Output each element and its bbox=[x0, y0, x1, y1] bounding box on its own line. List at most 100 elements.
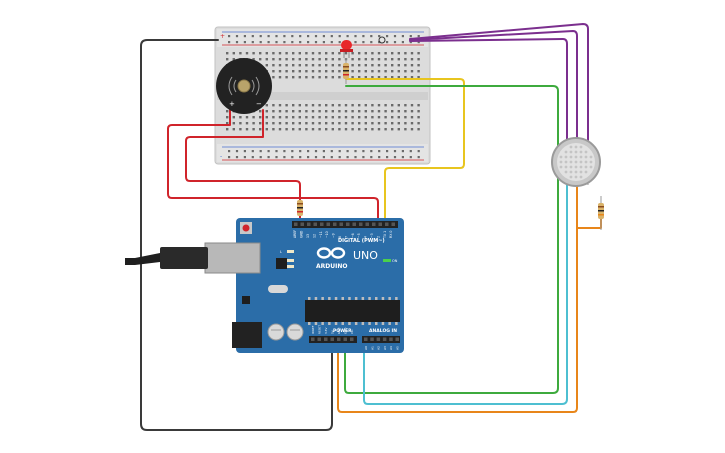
digital-pin-socket[interactable] bbox=[333, 222, 337, 227]
breadboard-hole bbox=[377, 116, 381, 119]
breadboard-hole bbox=[278, 76, 282, 79]
breadboard-hole bbox=[377, 52, 381, 55]
digital-pin-socket[interactable] bbox=[385, 222, 389, 227]
digital-pin-socket[interactable] bbox=[294, 222, 298, 227]
breadboard-hole bbox=[292, 70, 295, 73]
analog-pin-socket[interactable] bbox=[370, 337, 374, 342]
digital-pin-socket[interactable] bbox=[391, 222, 396, 227]
breadboard-hole bbox=[245, 128, 249, 131]
rail-hole bbox=[338, 150, 341, 153]
rx-led bbox=[287, 265, 294, 268]
digital-pin-socket[interactable] bbox=[352, 222, 357, 227]
power-pin-socket[interactable] bbox=[337, 337, 341, 342]
breadboard-hole bbox=[331, 122, 334, 125]
digital-pin-label: ~11 bbox=[319, 231, 323, 238]
digital-pin-socket[interactable] bbox=[346, 222, 350, 227]
breadboard-hole bbox=[404, 110, 407, 113]
breadboard-hole bbox=[318, 122, 321, 125]
chip-pin bbox=[388, 297, 391, 300]
mesh-dot bbox=[559, 165, 563, 169]
rail-hole bbox=[314, 35, 318, 38]
digital-pin-socket[interactable] bbox=[372, 222, 376, 227]
breadboard-hole bbox=[298, 64, 301, 67]
breadboard-hole bbox=[404, 58, 407, 61]
breadboard-hole bbox=[351, 64, 354, 67]
breadboard-hole bbox=[285, 52, 288, 55]
mesh-dot bbox=[564, 150, 568, 154]
analog-pin-socket[interactable] bbox=[395, 337, 400, 342]
digital-pin-socket[interactable] bbox=[300, 222, 305, 227]
digital-pin-socket[interactable] bbox=[326, 222, 331, 227]
rail-hole bbox=[362, 150, 365, 153]
analog-pin-socket[interactable] bbox=[389, 337, 393, 342]
breadboard-hole bbox=[232, 116, 235, 119]
power-pin-socket[interactable] bbox=[311, 337, 315, 342]
breadboard-hole bbox=[265, 64, 268, 67]
breadboard-hole bbox=[410, 64, 414, 67]
rail-hole bbox=[307, 35, 310, 38]
analog-pin-socket[interactable] bbox=[364, 337, 368, 342]
capacitor-2 bbox=[286, 323, 304, 341]
digital-pin-socket[interactable] bbox=[365, 222, 370, 227]
breadboard-hole bbox=[305, 64, 308, 67]
breadboard-hole bbox=[265, 122, 268, 125]
breadboard-hole bbox=[331, 76, 334, 79]
chip-pin bbox=[341, 322, 344, 325]
rail-plus-label: + bbox=[220, 33, 225, 40]
analog-pin-socket[interactable] bbox=[376, 337, 381, 342]
chip-pin bbox=[341, 297, 344, 300]
breadboard-hole bbox=[252, 58, 255, 61]
digital-pin-socket[interactable] bbox=[339, 222, 344, 227]
rail-hole bbox=[346, 156, 349, 159]
power-pin-socket[interactable] bbox=[324, 337, 328, 342]
breadboard-hole bbox=[377, 104, 381, 107]
digital-pin-socket[interactable] bbox=[313, 222, 318, 227]
chip-pin bbox=[361, 297, 365, 300]
breadboard-hole bbox=[351, 122, 354, 125]
breadboard-hole bbox=[338, 110, 341, 113]
digital-pin-label: 8 bbox=[338, 236, 342, 238]
breadboard-hole bbox=[358, 64, 361, 67]
breadboard-hole bbox=[239, 52, 242, 55]
chip-pin bbox=[328, 322, 331, 325]
digital-pin-socket[interactable] bbox=[307, 222, 311, 227]
mesh-dot bbox=[574, 160, 578, 164]
rail-hole bbox=[314, 156, 318, 159]
breadboard-hole bbox=[358, 128, 361, 131]
rail-hole bbox=[370, 41, 373, 44]
resistor-breadboard bbox=[343, 58, 349, 84]
power-pin-socket[interactable] bbox=[317, 337, 322, 342]
breadboard-hole bbox=[318, 128, 321, 131]
breadboard-hole bbox=[351, 58, 354, 61]
breadboard-hole bbox=[391, 64, 394, 67]
arduino-model: UNO bbox=[353, 249, 378, 262]
rail-hole bbox=[299, 156, 302, 159]
breadboard-hole bbox=[338, 122, 341, 125]
analog-pin-socket[interactable] bbox=[382, 337, 387, 342]
resistor-red-wire bbox=[297, 200, 303, 216]
breadboard-hole bbox=[226, 110, 229, 113]
breadboard-hole bbox=[239, 122, 242, 125]
rail-hole bbox=[291, 35, 294, 38]
mesh-dot bbox=[579, 150, 583, 154]
power-pin-socket[interactable] bbox=[330, 337, 335, 342]
breadboard-hole bbox=[364, 116, 367, 119]
rail-hole bbox=[322, 41, 325, 44]
arduino-brand: ARDUINO bbox=[316, 263, 347, 270]
digital-pin-socket[interactable] bbox=[378, 222, 383, 227]
digital-pin-socket[interactable] bbox=[320, 222, 324, 227]
rail-hole bbox=[259, 41, 262, 44]
mesh-dot bbox=[569, 165, 573, 169]
crystal bbox=[268, 285, 288, 293]
rail-hole bbox=[362, 41, 365, 44]
digital-pin-socket[interactable] bbox=[359, 222, 363, 227]
rail-hole bbox=[243, 156, 246, 159]
gnd-label: GND bbox=[300, 230, 304, 238]
power-pin-socket[interactable] bbox=[343, 337, 348, 342]
digital-pin-label: 13 bbox=[306, 234, 310, 238]
power-pin-socket[interactable] bbox=[350, 337, 354, 342]
breadboard-hole bbox=[338, 128, 341, 131]
breadboard-hole bbox=[371, 52, 374, 55]
wire-purple-2 bbox=[409, 30, 578, 146]
